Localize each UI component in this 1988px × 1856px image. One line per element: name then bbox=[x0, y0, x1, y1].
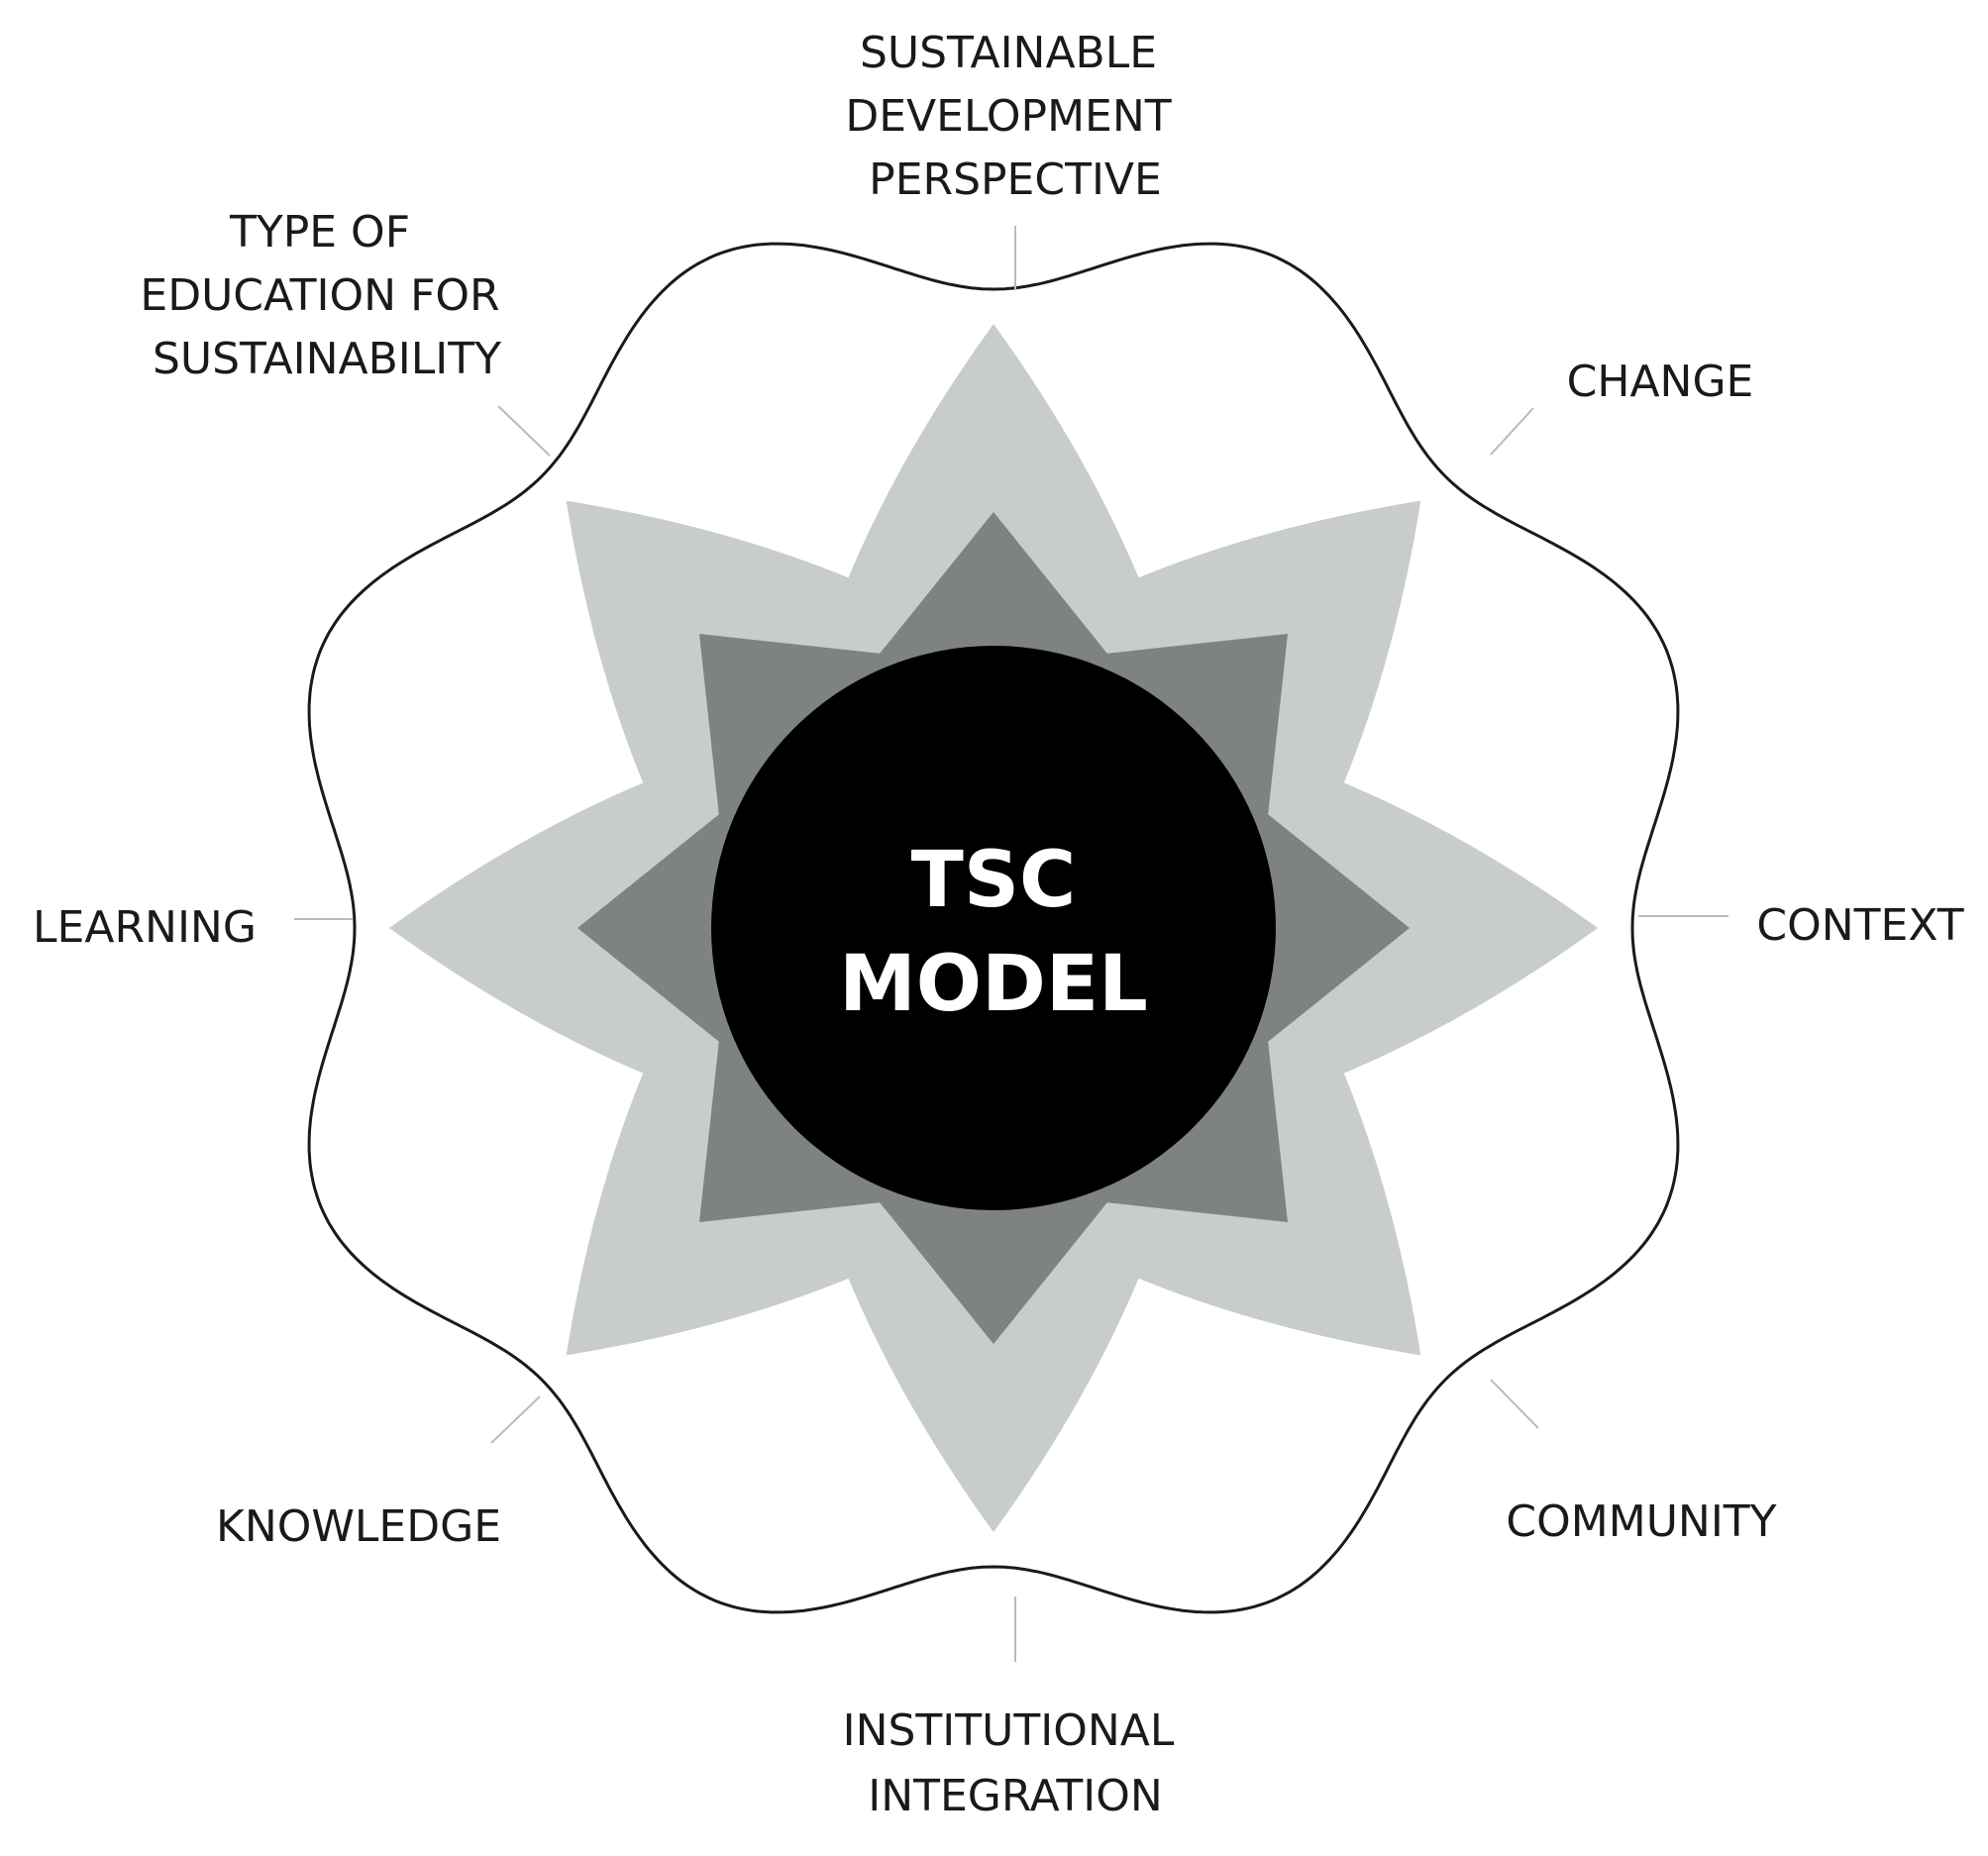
center-title-line2: MODEL bbox=[839, 940, 1148, 1029]
label-connectors bbox=[294, 226, 1728, 1662]
center-circle bbox=[711, 646, 1276, 1210]
connector-5 bbox=[490, 1395, 541, 1444]
dimension-labels: SUSTAINABLE DEVELOPMENT PERSPECTIVE CHAN… bbox=[33, 28, 1964, 1821]
label-institutional-integration: INSTITUTIONAL INTEGRATION bbox=[843, 1705, 1189, 1821]
label-change: CHANGE bbox=[1567, 357, 1754, 407]
label-community: COMMUNITY bbox=[1506, 1496, 1776, 1547]
connector-7 bbox=[497, 405, 551, 457]
label-type-of-education-for-sustainability: TYPE OF EDUCATION FOR SUSTAINABILITY bbox=[140, 207, 513, 384]
center-title-line1: TSC bbox=[911, 836, 1077, 925]
connector-3 bbox=[1490, 1379, 1539, 1429]
label-knowledge: KNOWLEDGE bbox=[216, 1501, 501, 1552]
connector-1 bbox=[1490, 407, 1534, 456]
label-context: CONTEXT bbox=[1756, 900, 1963, 951]
label-learning: LEARNING bbox=[33, 902, 257, 953]
label-sustainable-development-perspective: SUSTAINABLE DEVELOPMENT PERSPECTIVE bbox=[845, 28, 1185, 205]
